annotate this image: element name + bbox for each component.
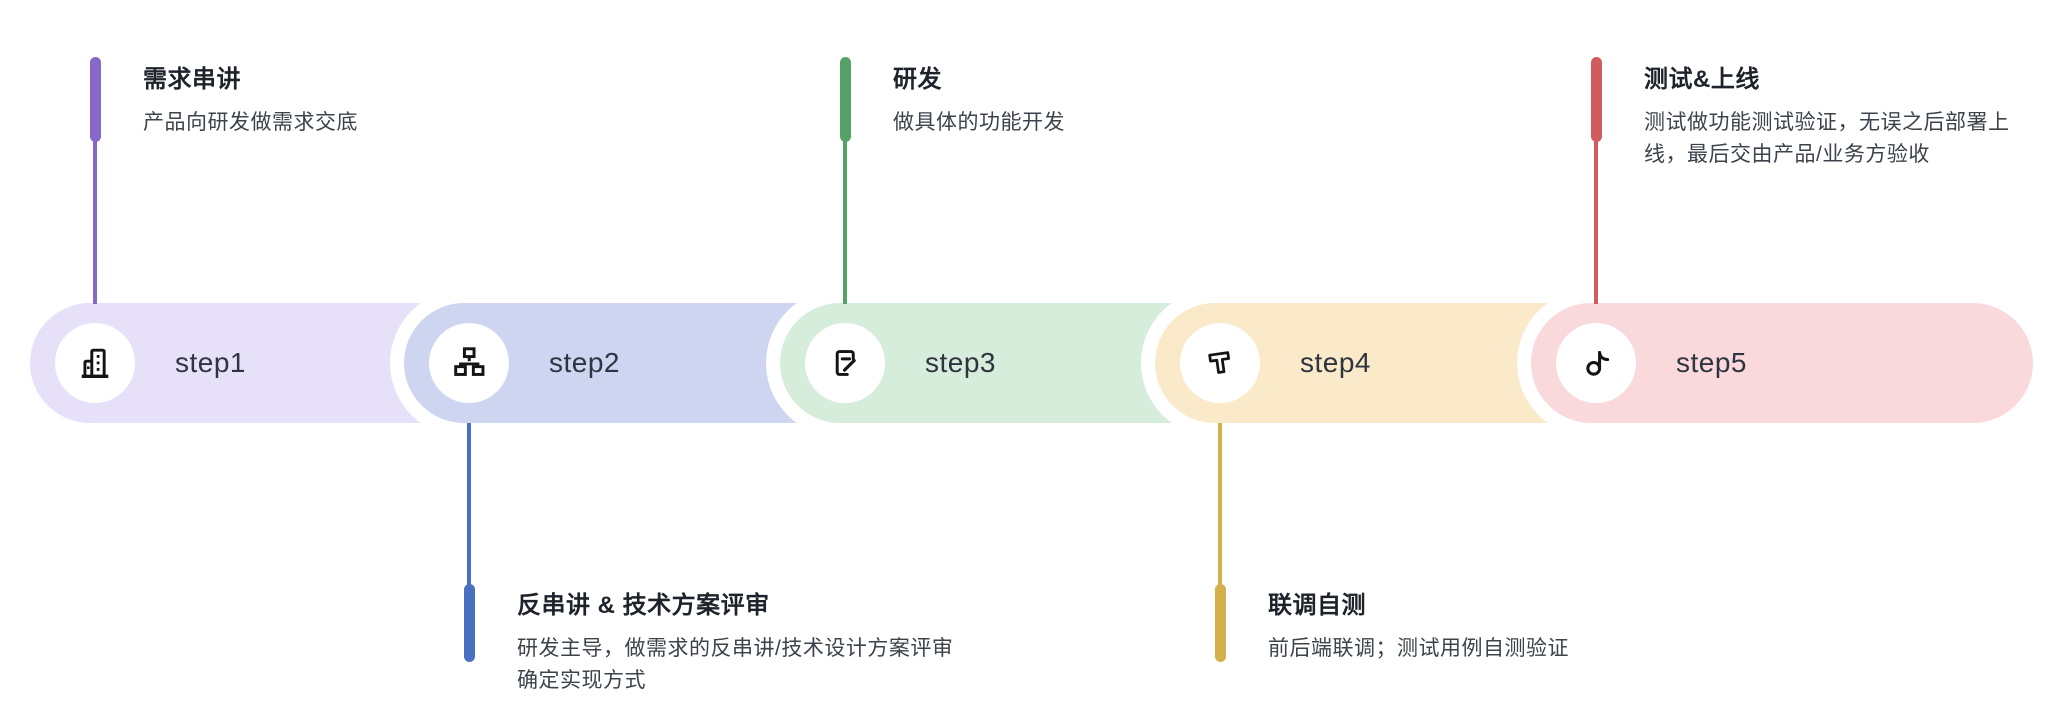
step5-annotation-title: 测试&上线 [1644,66,1760,93]
step5-connector-cap [1591,57,1602,142]
step4-icon-circle [1180,323,1260,403]
step2-label: step2 [549,347,620,378]
step5-label: step5 [1676,347,1747,378]
step2-annotation-description: 研发主导，做需求的反串讲/技术设计方案评审 确定实现方式 [517,637,954,692]
step1-annotation-title: 需求串讲 [143,66,241,93]
step3-annotation-title: 研发 [893,66,942,93]
step5-icon-circle [1556,323,1636,403]
letter-t-icon [1208,351,1231,374]
step1-connector-cap [90,57,101,142]
step1-connector-line [93,62,97,304]
step4-annotation: 联调自测 前后端联调；测试用例自测验证 [1268,585,1768,665]
step4-label: step4 [1300,347,1371,378]
step3-label: step3 [925,347,996,378]
step4-connector-line [1218,423,1222,660]
music-note-icon [1586,351,1610,376]
step3-connector-cap [840,57,851,142]
step3-annotation-description: 做具体的功能开发 [893,111,1065,134]
step4-annotation-title: 联调自测 [1268,592,1366,619]
building-icon [81,348,109,378]
step4-pill[interactable]: step4 [1155,303,1605,423]
step5-annotation-description: 测试做功能测试验证，无误之后部署上 线，最后交由产品/业务方验收 [1644,111,2010,166]
step2-pill[interactable]: step2 [404,303,854,423]
step4-annotation-description: 前后端联调；测试用例自测验证 [1268,637,1569,660]
step5-pill[interactable]: step5 [1531,303,2033,423]
step3-connector-line [843,62,847,304]
step2-annotation-title: 反串讲 & 技术方案评审 [517,592,770,619]
step5-annotation: 测试&上线 测试做功能测试验证，无误之后部署上 线，最后交由产品/业务方验收 [1644,59,2054,171]
step5-connector-line [1594,62,1598,304]
step1-annotation-description: 产品向研发做需求交底 [143,111,358,134]
step4-connector-cap [1215,584,1226,662]
step3-annotation: 研发 做具体的功能开发 [893,59,1323,139]
step2-icon-circle [429,323,509,403]
step3-icon-circle [805,323,885,403]
document-edit-icon [835,350,856,376]
step1-icon-circle [55,323,135,403]
org-chart-icon [454,347,485,376]
step1-label: step1 [175,347,246,378]
step2-annotation: 反串讲 & 技术方案评审 研发主导，做需求的反串讲/技术设计方案评审 确定实现方… [517,585,1017,697]
step2-connector-line [467,423,471,660]
step1-annotation: 需求串讲 产品向研发做需求交底 [143,59,573,139]
step2-connector-cap [464,584,475,662]
